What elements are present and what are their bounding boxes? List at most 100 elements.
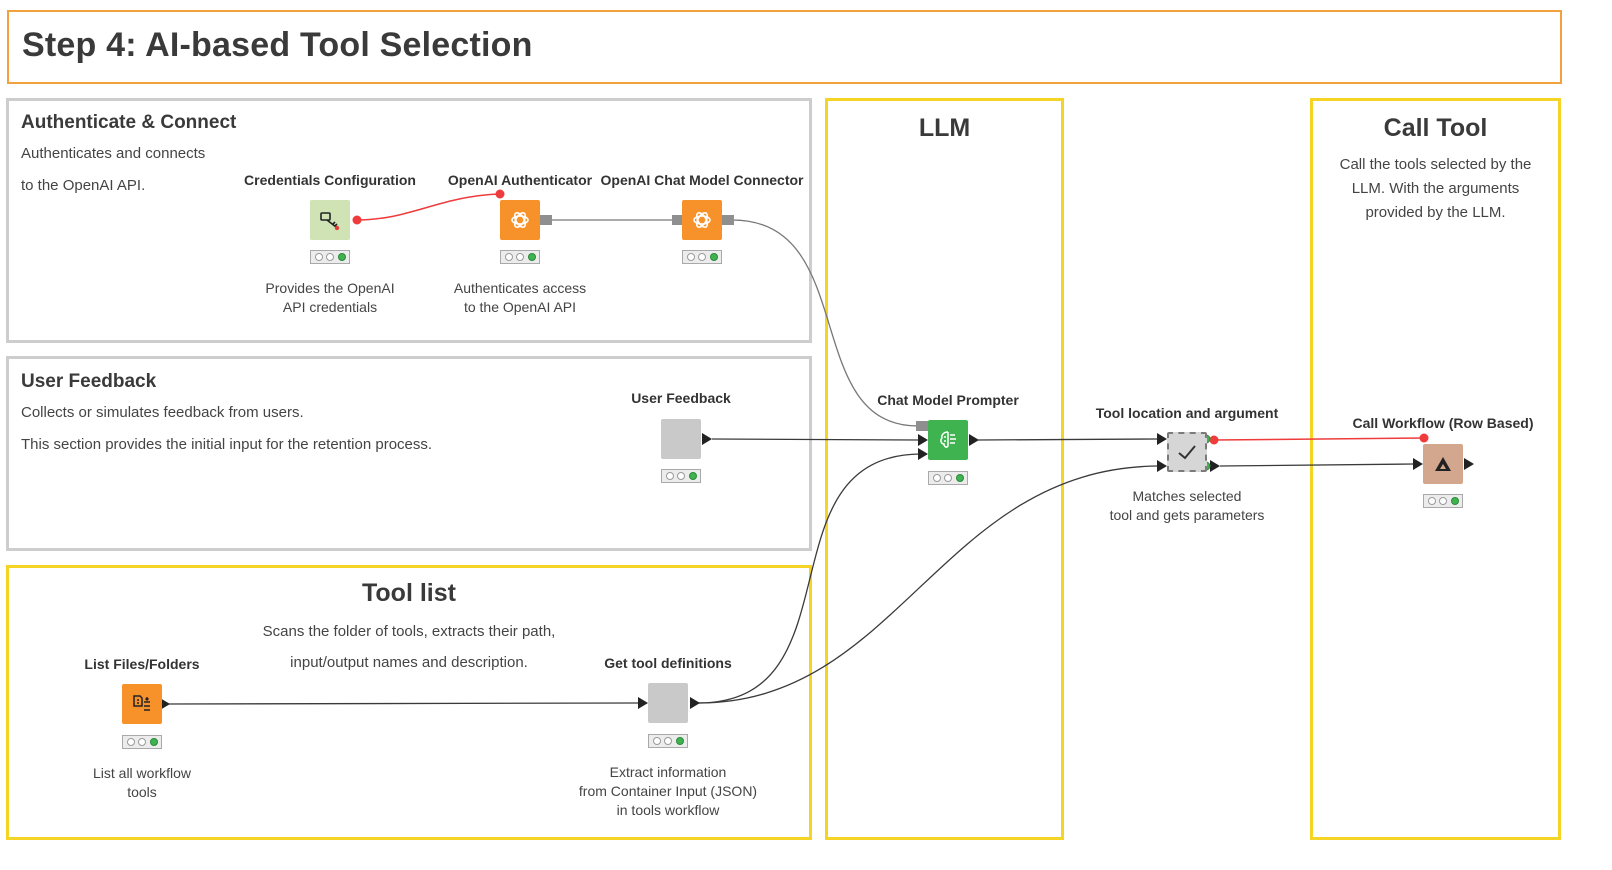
node-desc-line: from Container Input (JSON) bbox=[578, 783, 758, 799]
chat-model-prompter-node[interactable] bbox=[928, 420, 968, 460]
credentials-node-title: Credentials Configuration bbox=[244, 172, 416, 188]
page-title: Step 4: AI-based Tool Selection bbox=[22, 26, 533, 64]
feedback-section-title: User Feedback bbox=[21, 371, 157, 392]
status-light bbox=[709, 253, 718, 261]
status-light bbox=[688, 472, 697, 480]
tool-list-section-box bbox=[6, 565, 812, 840]
status-light bbox=[149, 738, 158, 746]
auth-section-description: Authenticates and connects to the OpenAI… bbox=[21, 138, 205, 202]
input-port[interactable] bbox=[918, 434, 928, 446]
output-port[interactable] bbox=[969, 434, 979, 446]
status-light bbox=[314, 253, 323, 261]
feedback-desc-line-1: Collects or simulates feedback from user… bbox=[21, 404, 304, 421]
node-desc-line: Matches selected bbox=[1132, 488, 1242, 504]
model-port[interactable] bbox=[540, 215, 552, 225]
call-tool-section-description: Call the tools selected by the LLM. With… bbox=[1310, 153, 1561, 225]
user-feedback-status-lights bbox=[661, 469, 701, 483]
output-port[interactable] bbox=[690, 697, 700, 709]
node-desc-line: in tools workflow bbox=[616, 802, 720, 818]
node-desc-line: tool and gets parameters bbox=[1109, 507, 1265, 523]
call-workflow-node[interactable] bbox=[1423, 444, 1463, 484]
model-port[interactable] bbox=[722, 215, 734, 225]
auth-section-title: Authenticate & Connect bbox=[21, 112, 237, 133]
tool-list-section-title: Tool list bbox=[362, 579, 456, 607]
flow-var-port[interactable] bbox=[1209, 435, 1219, 445]
node-desc-line: tools bbox=[127, 784, 157, 800]
llm-section-title: LLM bbox=[918, 114, 971, 142]
status-light bbox=[527, 253, 536, 261]
authenticator-node-title: OpenAI Authenticator bbox=[447, 172, 593, 188]
status-light bbox=[664, 737, 672, 745]
status-light bbox=[665, 472, 674, 480]
flow-var-connection-credentials-authenticator bbox=[356, 193, 501, 221]
status-light bbox=[1439, 497, 1447, 505]
list-files-node-title: List Files/Folders bbox=[84, 656, 200, 672]
status-light bbox=[932, 474, 941, 482]
model-connection-chat-connector-prompter bbox=[731, 219, 919, 427]
tool-location-node-description: Matches selected tool and gets parameter… bbox=[1110, 487, 1265, 525]
flow-var-port[interactable] bbox=[352, 215, 362, 225]
output-port[interactable] bbox=[1464, 458, 1474, 470]
model-port[interactable] bbox=[916, 421, 928, 431]
tool-defs-node-title: Get tool definitions bbox=[604, 655, 732, 671]
status-light bbox=[675, 737, 684, 745]
status-light bbox=[944, 474, 952, 482]
prompter-status-lights bbox=[928, 471, 968, 485]
node-desc-line: Authenticates access bbox=[453, 280, 587, 296]
openai-icon bbox=[511, 211, 529, 229]
openai-icon bbox=[693, 211, 711, 229]
get-tool-definitions-node[interactable] bbox=[648, 683, 688, 723]
user-feedback-node[interactable] bbox=[661, 419, 701, 459]
flow-var-port[interactable] bbox=[495, 189, 505, 199]
data-connection-list-files-tool-defs bbox=[167, 702, 641, 705]
node-desc-line: List all workflow bbox=[92, 765, 192, 781]
feedback-section-box bbox=[6, 356, 812, 551]
data-connection-tool-defs-prompter bbox=[697, 453, 921, 704]
input-port[interactable] bbox=[918, 448, 928, 460]
input-port[interactable] bbox=[1157, 433, 1167, 445]
feedback-desc-line-2: This section provides the initial input … bbox=[21, 436, 433, 453]
node-desc-line: Extract information bbox=[609, 764, 727, 780]
input-port[interactable] bbox=[638, 697, 648, 709]
status-light bbox=[698, 253, 706, 261]
call-tool-desc-line-2: LLM. With the arguments bbox=[1351, 180, 1520, 197]
input-port[interactable] bbox=[1413, 458, 1423, 470]
credentials-node-description: Provides the OpenAI API credentials bbox=[265, 279, 394, 317]
user-feedback-node-title: User Feedback bbox=[631, 390, 731, 406]
list-files-status-lights bbox=[122, 735, 162, 749]
call-tool-section-title: Call Tool bbox=[1383, 114, 1488, 142]
tool-list-section-description: Scans the folder of tools, extracts thei… bbox=[240, 616, 578, 678]
node-desc-line: Provides the OpenAI bbox=[265, 280, 395, 296]
status-light bbox=[337, 253, 346, 261]
feedback-section-description: Collects or simulates feedback from user… bbox=[21, 397, 432, 461]
status-light bbox=[652, 737, 661, 745]
chat-connector-status-lights bbox=[682, 250, 722, 264]
model-port[interactable] bbox=[672, 215, 682, 225]
output-port[interactable] bbox=[160, 698, 170, 710]
check-icon bbox=[1178, 445, 1196, 460]
node-desc-line: API credentials bbox=[282, 299, 378, 315]
credentials-configuration-node[interactable] bbox=[310, 200, 350, 240]
auth-section-box bbox=[6, 98, 812, 343]
call-workflow-status-lights bbox=[1423, 494, 1463, 508]
status-light bbox=[677, 472, 685, 480]
tool-defs-status-lights bbox=[648, 734, 688, 748]
prompter-node-title: Chat Model Prompter bbox=[877, 392, 1019, 408]
output-port[interactable] bbox=[702, 433, 712, 445]
data-connection-user-feedback-prompter bbox=[711, 438, 921, 441]
key-icon bbox=[320, 212, 340, 231]
status-light bbox=[504, 253, 513, 261]
llm-section-box bbox=[825, 98, 1064, 840]
openai-authenticator-node[interactable] bbox=[500, 200, 540, 240]
tool-list-desc-line-2: input/output names and description. bbox=[290, 654, 528, 671]
tool-location-node-title: Tool location and argument bbox=[1095, 405, 1279, 421]
output-port[interactable] bbox=[1210, 460, 1220, 472]
input-port[interactable] bbox=[1157, 460, 1167, 472]
openai-chat-model-connector-node[interactable] bbox=[682, 200, 722, 240]
list-files-folders-node[interactable] bbox=[122, 684, 162, 724]
authenticator-node-description: Authenticates access to the OpenAI API bbox=[454, 279, 586, 317]
flow-var-port[interactable] bbox=[1419, 433, 1429, 443]
status-light bbox=[686, 253, 695, 261]
tool-location-node[interactable] bbox=[1167, 432, 1207, 472]
